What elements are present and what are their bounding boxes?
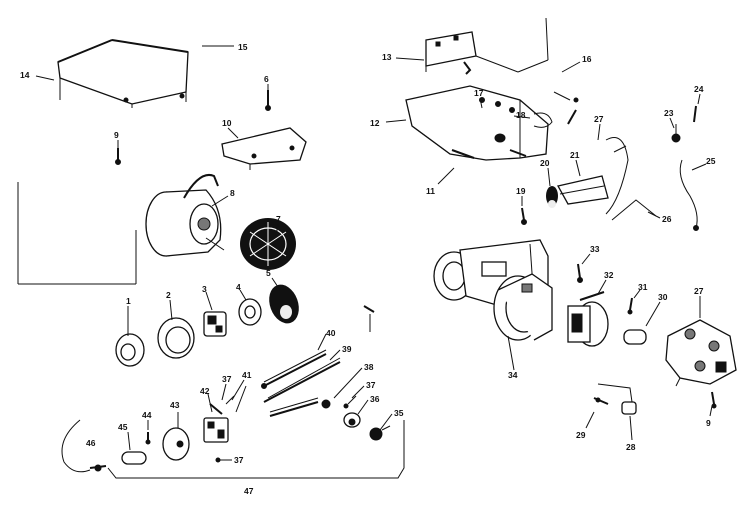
label-43: 43 — [170, 400, 180, 410]
cover-lid-assembly — [57, 39, 189, 108]
wire-25 — [679, 159, 699, 231]
label-29: 29 — [576, 430, 586, 440]
label-31: 31 — [638, 282, 648, 292]
part-20 — [546, 186, 558, 208]
label-39: 39 — [342, 344, 352, 354]
part-43 — [162, 427, 190, 461]
part-46 — [61, 419, 107, 473]
electrode-40 — [261, 349, 327, 389]
label-46: 46 — [86, 438, 96, 448]
part-23 — [671, 124, 681, 143]
label-42: 42 — [200, 386, 210, 396]
label-37-right: 37 — [366, 380, 376, 390]
part-33 — [577, 263, 583, 283]
label-2: 2 — [166, 290, 171, 300]
callout-labels: 14 15 6 9 10 8 7 5 4 3 2 1 40 39 38 37 3… — [20, 42, 716, 496]
label-9-right: 9 — [706, 418, 711, 428]
part-26 — [611, 199, 657, 221]
label-40: 40 — [326, 328, 336, 338]
part-1 — [115, 333, 145, 367]
label-15: 15 — [238, 42, 248, 52]
wire-22 — [605, 137, 629, 215]
label-32: 32 — [604, 270, 614, 280]
part-2 — [157, 317, 195, 359]
label-6: 6 — [264, 74, 269, 84]
part-28 — [597, 383, 637, 415]
leader-lines — [35, 45, 713, 461]
part-36 — [343, 412, 361, 428]
label-16: 16 — [582, 54, 592, 64]
label-10: 10 — [222, 118, 232, 128]
label-34: 34 — [508, 370, 518, 380]
part-5 — [269, 284, 299, 324]
label-20: 20 — [540, 158, 550, 168]
electrode-39 — [263, 357, 341, 403]
part-21 — [557, 175, 609, 205]
part-32 — [567, 291, 609, 347]
pump-27 — [665, 319, 737, 387]
label-37-mid: 37 — [222, 374, 232, 384]
screw-9-left — [115, 148, 121, 165]
label-47: 47 — [244, 486, 254, 496]
label-3: 3 — [202, 284, 207, 294]
part-24 — [693, 105, 697, 123]
label-24: 24 — [694, 84, 704, 94]
part-34 — [493, 273, 553, 341]
label-14: 14 — [20, 70, 30, 80]
part-44 — [145, 432, 151, 445]
label-26: 26 — [662, 214, 672, 224]
label-23: 23 — [664, 108, 674, 118]
label-35: 35 — [394, 408, 404, 418]
label-45: 45 — [118, 422, 128, 432]
screw-9-right — [711, 391, 717, 409]
label-21: 21 — [570, 150, 580, 160]
label-8: 8 — [230, 188, 235, 198]
label-27-top: 27 — [594, 114, 604, 124]
part-30 — [623, 329, 647, 345]
label-5: 5 — [266, 268, 271, 278]
label-37-bottom: 37 — [234, 455, 244, 465]
label-30: 30 — [658, 292, 668, 302]
control-box-13 — [425, 17, 549, 75]
label-1: 1 — [126, 296, 131, 306]
label-11: 11 — [426, 186, 435, 196]
motor-8 — [145, 174, 225, 257]
part-18 — [533, 112, 553, 128]
part-37-right — [343, 395, 357, 409]
label-12: 12 — [370, 118, 380, 128]
label-13: 13 — [382, 52, 392, 62]
pin-upper — [363, 305, 375, 332]
bracket-47 — [107, 420, 405, 479]
bracket-10 — [221, 127, 307, 170]
part-35 — [369, 425, 391, 441]
label-38: 38 — [364, 362, 374, 372]
label-28: 28 — [626, 442, 636, 452]
base-pan-12 — [405, 85, 549, 161]
part-29 — [593, 397, 609, 405]
part-31 — [627, 297, 633, 315]
label-33: 33 — [590, 244, 600, 254]
label-17: 17 — [474, 88, 484, 98]
label-7: 7 — [276, 214, 281, 224]
label-9-left: 9 — [114, 130, 119, 140]
label-18: 18 — [516, 110, 526, 120]
label-36: 36 — [370, 394, 380, 404]
frame-outline-left — [17, 182, 137, 285]
transformer-42 — [203, 385, 247, 463]
screw-6 — [265, 90, 271, 111]
label-27-right: 27 — [694, 286, 704, 296]
part-19 — [521, 207, 527, 225]
label-4: 4 — [236, 282, 241, 292]
rod-38 — [269, 397, 331, 417]
part-4 — [238, 298, 262, 326]
part-45 — [121, 451, 147, 465]
label-41: 41 — [242, 370, 252, 380]
label-19: 19 — [516, 186, 526, 196]
label-44: 44 — [142, 410, 152, 420]
label-25: 25 — [706, 156, 716, 166]
part-3 — [203, 311, 227, 337]
part-16 — [553, 91, 579, 125]
blower-wheel-7 — [240, 218, 296, 270]
